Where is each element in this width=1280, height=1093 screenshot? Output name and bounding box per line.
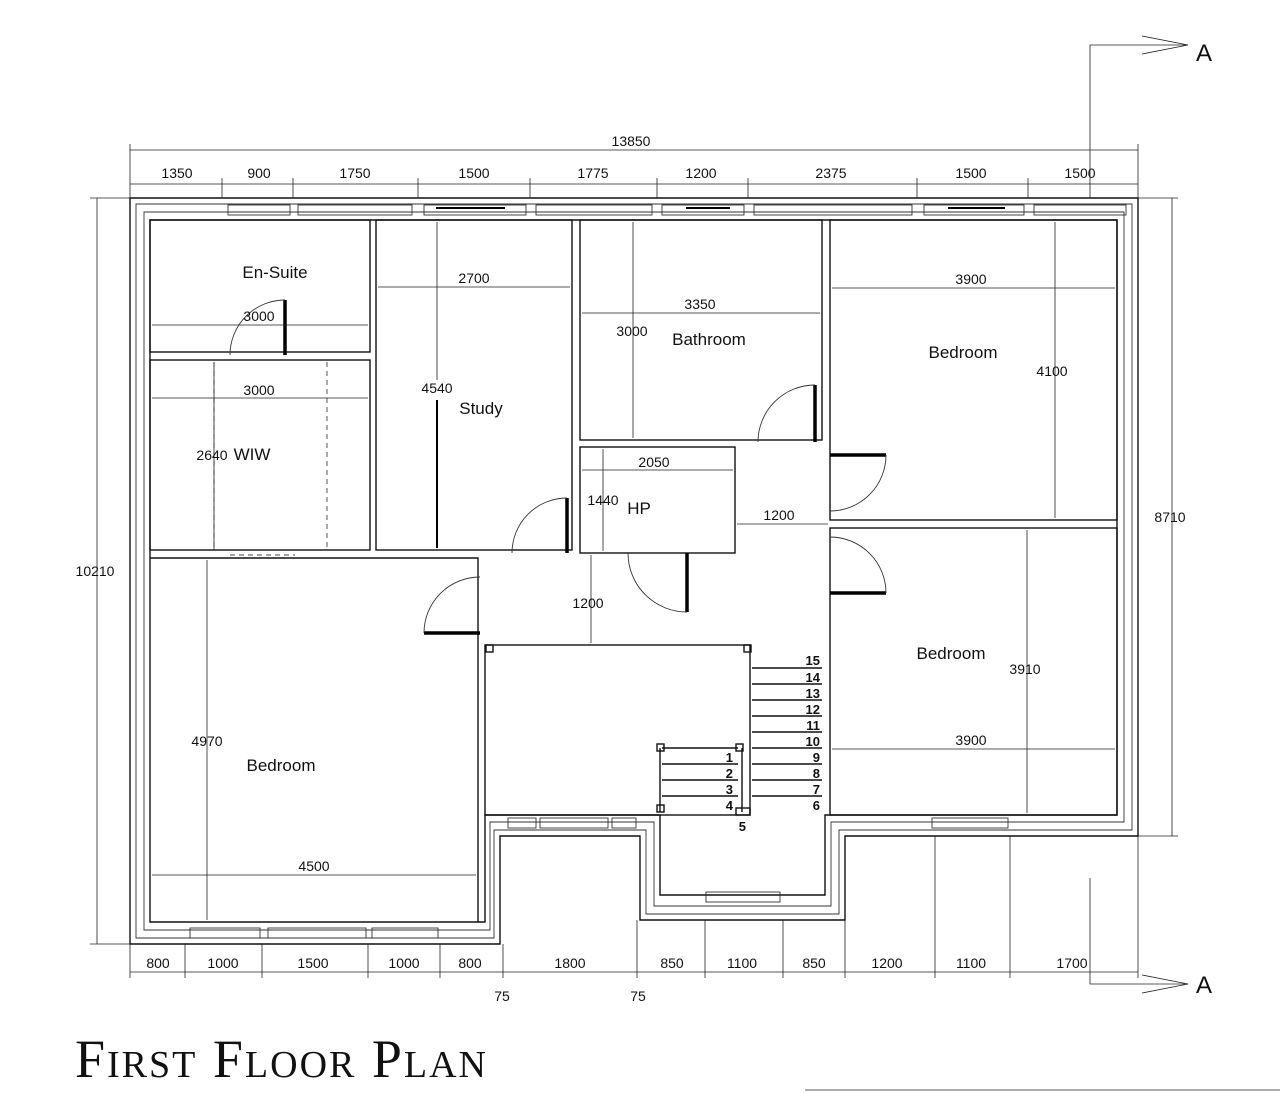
dim-bottom-7: 850 [660, 955, 684, 971]
section-marker-bottom: A [1089, 878, 1212, 999]
dim-landing-width: 1200 [572, 595, 603, 611]
dim-top-9: 1500 [1064, 165, 1095, 181]
drawing-title: First Floor Plan [75, 1029, 488, 1089]
stair-numbers: 1 2 3 4 5 6 7 8 9 10 11 12 13 14 15 [726, 653, 821, 834]
stair-step-3: 3 [726, 782, 733, 797]
dim-bathroom-depth: 3000 [616, 323, 647, 339]
dim-bottom-3: 1500 [297, 955, 328, 971]
stair-step-4: 4 [726, 798, 734, 813]
room-label-hp: HP [627, 499, 651, 518]
dim-bottom-9: 850 [802, 955, 826, 971]
dim-bedroom-br-width: 3900 [955, 732, 986, 748]
stair-step-1: 1 [726, 750, 733, 765]
dim-bottom-11: 1100 [956, 955, 986, 971]
dim-ensuite-width: 3000 [243, 308, 274, 324]
dim-top-2: 900 [247, 165, 271, 181]
stair-step-7: 7 [813, 782, 820, 797]
section-label-bottom: A [1196, 972, 1212, 999]
dim-bottom-10: 1200 [871, 955, 902, 971]
dim-bottom-8: 1100 [727, 955, 757, 971]
dim-top-3: 1750 [339, 165, 370, 181]
dim-wiw-depth: 2640 [196, 447, 227, 463]
stair-step-15: 15 [806, 653, 820, 668]
dim-bedroom-left-width: 4500 [298, 858, 329, 874]
dim-hp-width: 2050 [638, 454, 669, 470]
room-label-bathroom: Bathroom [672, 330, 746, 349]
windows [189, 204, 1127, 939]
stair-step-2: 2 [726, 766, 733, 781]
dim-bottom-2: 1000 [207, 955, 238, 971]
room-label-ensuite: En-Suite [242, 263, 307, 282]
room-label-bedroom-bottom-right: Bedroom [917, 644, 986, 663]
dim-bedroom-br-depth: 3910 [1009, 661, 1040, 677]
dim-left-height: 10210 [76, 563, 115, 579]
stair-step-5: 5 [739, 819, 746, 834]
external-walls [129, 197, 1139, 945]
dim-bathroom-width: 3350 [684, 296, 715, 312]
dim-bottom-4: 1000 [388, 955, 419, 971]
doors [229, 299, 887, 635]
dim-top-8: 1500 [955, 165, 986, 181]
room-label-study: Study [459, 399, 503, 418]
stair-step-6: 6 [813, 798, 820, 813]
dim-bottom-offset-1: 75 [494, 988, 510, 1004]
dim-top-1: 1350 [161, 165, 192, 181]
dim-right-height: 8710 [1154, 509, 1185, 525]
staircase [485, 644, 822, 816]
section-marker-top: A [1089, 35, 1212, 198]
dim-top-5: 1775 [577, 165, 608, 181]
dim-bedroom-left-depth: 4970 [191, 733, 222, 749]
dim-corridor-width: 1200 [763, 507, 794, 523]
dim-bottom-1: 800 [146, 955, 170, 971]
stair-step-14: 14 [806, 670, 821, 685]
room-label-wiw: WIW [234, 445, 271, 464]
room-label-bedroom-left: Bedroom [247, 756, 316, 775]
section-label-top: A [1196, 40, 1212, 67]
interior-dimension-lines [152, 222, 1115, 920]
dim-top-6: 1200 [685, 165, 716, 181]
room-labels: En-Suite WIW Study Bathroom HP Bedroom B… [234, 263, 998, 775]
room-label-bedroom-top-right: Bedroom [929, 343, 998, 362]
stair-step-11: 11 [806, 718, 820, 733]
dim-bottom-6: 1800 [554, 955, 585, 971]
stair-step-12: 12 [806, 702, 820, 717]
exterior-dimension-lines [90, 144, 1178, 978]
dim-bedroom-tr-depth: 4100 [1036, 363, 1067, 379]
dim-bedroom-tr-width: 3900 [955, 271, 986, 287]
exterior-dimension-labels: 13850 1350 900 1750 1500 1775 1200 2375 … [76, 133, 1186, 1004]
dim-hp-depth: 1440 [587, 492, 618, 508]
dim-bottom-offset-2: 75 [630, 988, 646, 1004]
stair-step-8: 8 [813, 766, 820, 781]
stair-step-13: 13 [806, 686, 820, 701]
dim-bottom-5: 800 [458, 955, 482, 971]
dim-wiw-width: 3000 [243, 382, 274, 398]
dim-study-depth: 4540 [421, 380, 452, 396]
dim-study-width: 2700 [458, 270, 489, 286]
dim-top-7: 2375 [815, 165, 846, 181]
dim-bottom-12: 1700 [1056, 955, 1087, 971]
dim-overall-width: 13850 [612, 133, 651, 149]
stair-step-9: 9 [813, 750, 820, 765]
interior-dimension-labels: 3000 3000 2640 2700 4540 3350 3000 2050 … [191, 270, 1067, 874]
dim-top-4: 1500 [458, 165, 489, 181]
stair-step-10: 10 [806, 734, 820, 749]
